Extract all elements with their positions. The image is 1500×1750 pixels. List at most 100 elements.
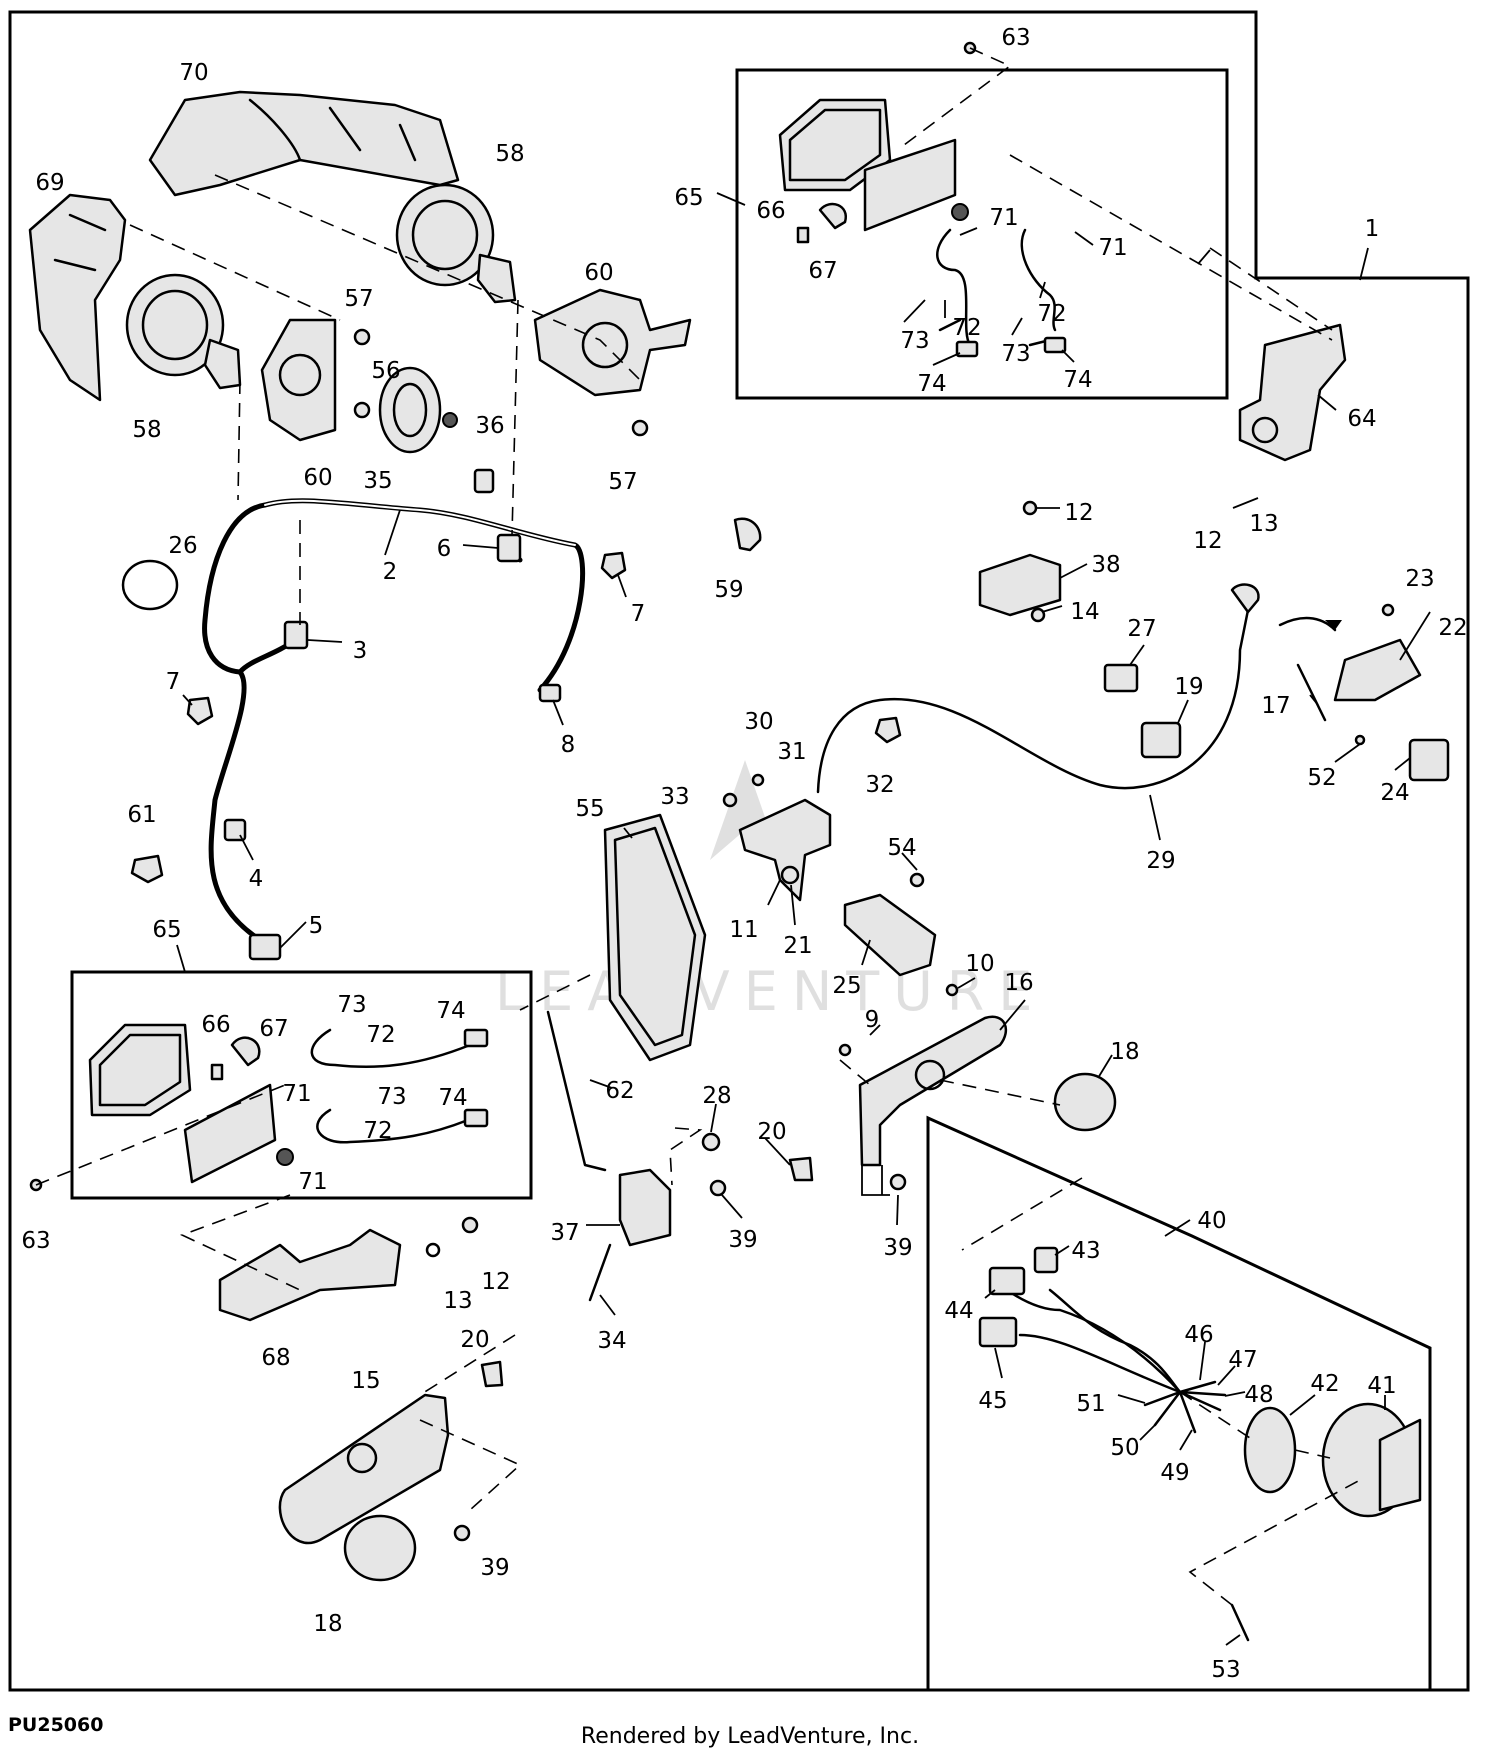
callout-17: 17 xyxy=(1261,693,1290,719)
callout-26: 26 xyxy=(168,533,197,559)
lamp-right xyxy=(395,183,517,304)
callout-32: 32 xyxy=(865,772,894,798)
callout-72: 72 xyxy=(363,1118,392,1144)
callout-58: 58 xyxy=(495,141,524,167)
nut-9 xyxy=(838,1043,852,1057)
lamp-bracket-left xyxy=(260,318,337,442)
nut-39-lower xyxy=(453,1524,471,1542)
callout-47: 47 xyxy=(1228,1347,1257,1373)
callout-60: 60 xyxy=(303,465,332,491)
callout-51: 51 xyxy=(1076,1391,1105,1417)
nut-39-plate xyxy=(889,1173,907,1191)
cable-29 xyxy=(816,608,1250,794)
lens-plate-lower xyxy=(183,1083,277,1184)
callout-67: 67 xyxy=(259,1016,288,1042)
callout-63: 63 xyxy=(21,1228,50,1254)
drawing-code: PU25060 xyxy=(8,1714,104,1736)
callout-53: 53 xyxy=(1211,1657,1240,1683)
callout-31: 31 xyxy=(777,739,806,765)
callout-64: 64 xyxy=(1347,406,1376,432)
pin-52 xyxy=(1354,734,1366,746)
horn xyxy=(378,366,458,454)
mount-bracket-68 xyxy=(218,1228,402,1322)
callout-39: 39 xyxy=(728,1227,757,1253)
switch-panel-22 xyxy=(1333,638,1422,702)
callout-24: 24 xyxy=(1380,780,1409,806)
mirror-bracket-11 xyxy=(738,798,832,902)
work-light-upper xyxy=(778,98,892,192)
screw-30 xyxy=(751,773,765,787)
leader-lines xyxy=(176,192,1431,1646)
mirror-rod xyxy=(546,1010,607,1172)
socket-41 xyxy=(1321,1402,1422,1518)
callout-56: 56 xyxy=(371,358,400,384)
callout-34: 34 xyxy=(597,1328,626,1354)
callout-37: 37 xyxy=(550,1220,579,1246)
harness-40 xyxy=(978,1246,1227,1434)
callout-74: 74 xyxy=(436,998,465,1024)
horn-connector xyxy=(473,468,495,494)
grommet-upper xyxy=(951,203,969,221)
callout-65: 65 xyxy=(152,917,181,943)
nut-14 xyxy=(1030,607,1046,623)
callout-59: 59 xyxy=(714,577,743,603)
callout-19: 19 xyxy=(1174,674,1203,700)
callout-67: 67 xyxy=(808,258,837,284)
connector-8 xyxy=(538,683,562,703)
connector-5 xyxy=(248,933,282,961)
callout-12: 12 xyxy=(1064,500,1093,526)
bolt-10 xyxy=(945,983,959,997)
callout-57: 57 xyxy=(608,469,637,495)
mount-bracket-64 xyxy=(1238,323,1347,462)
callout-66: 66 xyxy=(756,198,785,224)
callout-73: 73 xyxy=(337,992,366,1018)
callout-11: 11 xyxy=(729,917,758,943)
callout-5: 5 xyxy=(309,913,324,939)
callout-71: 71 xyxy=(989,205,1018,231)
mirror-clamp xyxy=(618,1168,672,1247)
callout-12: 12 xyxy=(1193,528,1222,554)
callout-73: 73 xyxy=(1001,341,1030,367)
bulb-66-lower xyxy=(210,1063,224,1081)
callout-33: 33 xyxy=(660,784,689,810)
diagram-frame xyxy=(8,10,1470,1692)
callout-8: 8 xyxy=(561,732,576,758)
assembly-lines xyxy=(35,47,1361,1606)
callout-7: 7 xyxy=(631,601,646,627)
work-light-lower xyxy=(88,1023,192,1117)
inset-box-harness xyxy=(926,1115,1438,1692)
callout-73: 73 xyxy=(377,1084,406,1110)
callout-52: 52 xyxy=(1307,765,1336,791)
render-credit: Rendered by LeadVenture, Inc. xyxy=(580,1724,920,1749)
callout-74: 74 xyxy=(917,371,946,397)
callout-55: 55 xyxy=(575,796,604,822)
bolt-12-lower xyxy=(461,1216,479,1234)
cap-18-left xyxy=(343,1514,417,1582)
callout-74: 74 xyxy=(1063,367,1092,393)
callout-20: 20 xyxy=(757,1119,786,1145)
callout-71: 71 xyxy=(1098,235,1127,261)
connector-6 xyxy=(496,533,522,563)
callout-18: 18 xyxy=(1110,1039,1139,1065)
switch-19 xyxy=(1140,721,1182,759)
callout-35: 35 xyxy=(363,468,392,494)
bracket-25 xyxy=(843,893,937,977)
callout-60: 60 xyxy=(584,260,613,286)
callout-18: 18 xyxy=(313,1611,342,1637)
bolt-56 xyxy=(353,401,371,419)
callout-14: 14 xyxy=(1070,599,1099,625)
side-housing xyxy=(28,193,127,402)
callout-40: 40 xyxy=(1197,1208,1226,1234)
bulb-59 xyxy=(733,517,762,552)
headlight-housing xyxy=(148,90,460,197)
clip-7-lower xyxy=(186,696,214,726)
callout-12: 12 xyxy=(481,1269,510,1295)
callout-20: 20 xyxy=(460,1327,489,1353)
bolt-54 xyxy=(909,872,925,888)
callout-68: 68 xyxy=(261,1345,290,1371)
callout-4: 4 xyxy=(249,866,264,892)
callout-54: 54 xyxy=(887,835,916,861)
callout-1: 1 xyxy=(1365,216,1380,242)
callout-72: 72 xyxy=(366,1022,395,1048)
callout-22: 22 xyxy=(1438,615,1467,641)
